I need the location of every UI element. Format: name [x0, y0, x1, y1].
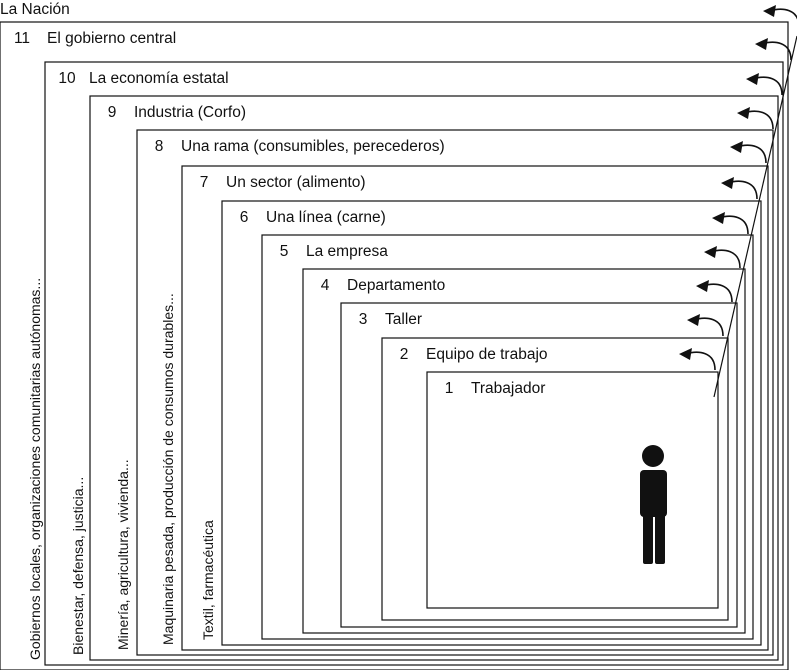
- side-label-level-8: Maquinaria pesada, producción de consumo…: [160, 293, 176, 645]
- level-name-9: Industria (Corfo): [134, 104, 246, 121]
- level-number-11: 11: [14, 30, 30, 47]
- level-name-7: Un sector (alimento): [226, 174, 366, 191]
- level-name-11: El gobierno central: [47, 30, 176, 47]
- level-name-2: Equipo de trabajo: [426, 346, 548, 363]
- level-number-10: 10: [58, 70, 76, 87]
- level-name-1: Trabajador: [471, 380, 545, 397]
- nation-label: La Nación: [0, 1, 70, 18]
- curved-arrow-icon: [704, 246, 741, 269]
- level-number-4: 4: [321, 277, 330, 294]
- curved-arrow-icon: [730, 141, 767, 164]
- level-number-3: 3: [359, 311, 368, 328]
- level-name-5: La empresa: [306, 243, 388, 260]
- side-label-level-9: Minería, agricultura, vivienda...: [115, 459, 131, 650]
- level-number-2: 2: [400, 346, 409, 363]
- person-icon: [640, 445, 667, 564]
- side-label-level-7: Textil, farmacéutica: [200, 520, 216, 640]
- curved-arrow-icon: [746, 73, 783, 96]
- boxes-layer: [0, 21, 789, 670]
- curved-arrow-icon: [737, 107, 774, 130]
- level-name-8: Una rama (consumibles, perecederos): [181, 138, 445, 155]
- level-box-1: [426, 371, 719, 609]
- level-name-4: Departamento: [347, 277, 445, 294]
- diagonal-guide-line: [713, 35, 797, 398]
- level-number-9: 9: [108, 104, 117, 121]
- curved-arrow-icon: [712, 212, 749, 235]
- side-label-level-10: Bienestar, defensa, justicia...: [70, 477, 86, 655]
- curved-arrow-icon: [755, 38, 792, 61]
- level-name-10: La economía estatal: [89, 70, 229, 87]
- level-number-8: 8: [155, 138, 164, 155]
- level-number-6: 6: [240, 209, 249, 226]
- arrows-layer: [679, 5, 797, 371]
- level-name-6: Una línea (carne): [266, 209, 386, 226]
- level-number-7: 7: [200, 174, 209, 191]
- curved-arrow-icon: [721, 177, 758, 200]
- level-number-5: 5: [280, 243, 289, 260]
- level-number-1: 1: [445, 380, 454, 397]
- level-name-3: Taller: [385, 311, 422, 328]
- curved-arrow-icon: [696, 280, 733, 303]
- curved-arrow-icon: [763, 5, 797, 21]
- curved-arrow-icon: [679, 348, 716, 371]
- curved-arrow-icon: [687, 314, 724, 337]
- side-label-level-11: Gobiernos locales, organizaciones comuni…: [27, 278, 43, 660]
